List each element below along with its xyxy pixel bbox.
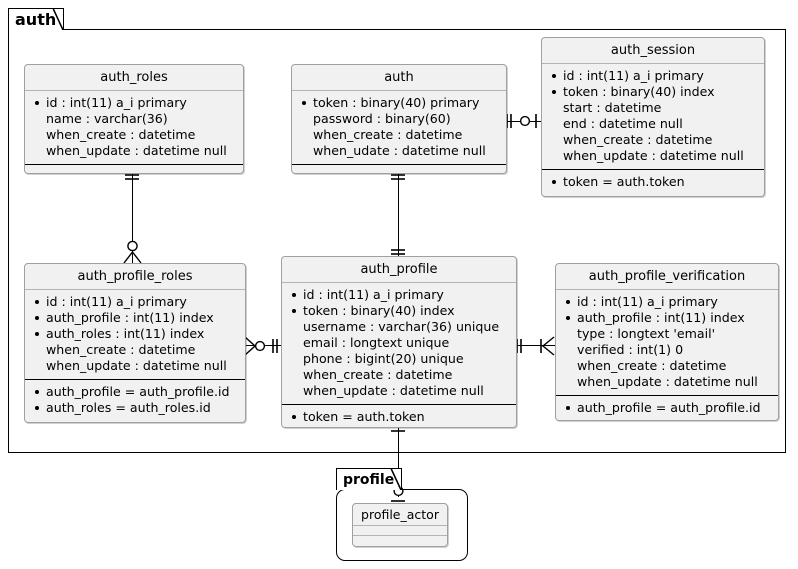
entity-constraints-auth_profile: token = auth.token [282,405,516,427]
entity-auth_profile[interactable]: auth_profile id : int(11) a_i primary to… [281,256,517,428]
entity-auth_profile_roles[interactable]: auth_profile_roles id : int(11) a_i prim… [24,263,246,423]
attribute-row: when_create : datetime [563,132,713,147]
attribute-row: when_create : datetime [313,127,463,142]
attribute-row: token : binary(40) index [550,84,756,100]
cardinality-auth_profile_roles-auth_profile [244,336,278,356]
entity-title-auth_profile: auth_profile [282,257,516,283]
entity-auth_profile_verification[interactable]: auth_profile_verification id : int(11) a… [555,263,779,421]
attribute-row: phone : bigint(20) unique [303,351,464,366]
constraint-row: auth_roles = auth_roles.id [33,400,237,416]
attribute-row: name : varchar(36) [46,111,168,126]
entity-auth_session[interactable]: auth_session id : int(11) a_i primary to… [541,37,765,197]
cardinality-auth_profile-auth_profile_verification [516,336,555,356]
entity-constraints-auth_profile_roles: auth_profile = auth_profile.id auth_role… [25,380,245,421]
package-profile-label: profile [343,471,395,488]
attribute-row: token : binary(40) index [290,303,508,319]
entity-constraints-auth_session: token = auth.token [542,170,764,195]
attribute-row: id : int(11) a_i primary [33,95,235,111]
cardinality-auth-auth_session [506,114,537,128]
attribute-row: end : datetime null [563,116,683,131]
relationship-line-auth_profile-profile_actor [398,425,400,497]
attribute-row: auth_roles : int(11) index [33,326,237,342]
entity-attributes-profile_actor [353,526,447,536]
attribute-row: auth_profile : int(11) index [564,310,770,326]
attribute-row: type : longtext 'email' [577,326,716,341]
cardinality-auth_roles-auth_profile_roles [123,174,142,264]
entity-constraints-profile_actor [353,536,447,545]
constraint-row: auth_profile = auth_profile.id [564,400,770,416]
attribute-row: when_update : datetime null [303,383,484,398]
attribute-row: when_update : datetime null [46,358,227,373]
attribute-row: start : datetime [563,100,662,115]
attribute-row: when_create : datetime [577,358,727,373]
constraint-row: auth_profile = auth_profile.id [33,384,237,400]
attribute-row: when_create : datetime [303,367,453,382]
attribute-row: id : int(11) a_i primary [33,294,237,310]
attribute-row: token : binary(40) primary [300,95,498,111]
attribute-row: when_update : datetime null [46,143,227,158]
attribute-row: when_update : datetime null [577,374,758,389]
attribute-row: when_create : datetime [46,342,196,357]
relationship-line-auth_roles-auth_profile_roles [132,172,134,264]
package-auth-tab: auth [8,8,64,30]
constraint-row: token = auth.token [550,174,756,190]
attribute-row: id : int(11) a_i primary [550,68,756,84]
entity-attributes-auth_profile_verification: id : int(11) a_i primary auth_profile : … [556,290,778,396]
attribute-row: when_create : datetime [46,127,196,142]
entity-attributes-auth_profile: id : int(11) a_i primary token : binary(… [282,283,516,405]
entity-title-auth_profile_verification: auth_profile_verification [556,264,778,290]
attribute-row: when_update : datetime null [563,148,744,163]
entity-constraints-auth_roles [25,165,243,172]
attribute-row: password : binary(60) [313,111,451,126]
relationship-line-auth_profile-auth_profile_verification [516,345,556,347]
attribute-row: when_udate : datetime null [313,143,486,158]
entity-constraints-auth [292,165,506,172]
package-tab-slant-icon [390,469,401,490]
constraint-row: token = auth.token [290,409,508,425]
attribute-row: verified : int(1) 0 [577,342,684,357]
entity-title-auth_roles: auth_roles [25,65,243,91]
entity-auth[interactable]: auth token : binary(40) primary password… [291,64,507,174]
entity-attributes-auth_session: id : int(11) a_i primary token : binary(… [542,64,764,170]
attribute-row: id : int(11) a_i primary [290,287,508,303]
package-auth-label: auth [15,9,57,29]
cardinality-auth-auth_profile [391,174,405,255]
relationship-line-auth-auth_profile [398,172,400,258]
entity-title-auth: auth [292,65,506,91]
entity-attributes-auth_profile_roles: id : int(11) a_i primary auth_profile : … [25,290,245,380]
attribute-row: auth_profile : int(11) index [33,310,237,326]
entity-constraints-auth_profile_verification: auth_profile = auth_profile.id [556,396,778,420]
attribute-row: email : longtext unique [303,335,450,350]
entity-auth_roles[interactable]: auth_roles id : int(11) a_i primary name… [24,64,244,174]
package-profile-tab: profile [336,468,402,490]
cardinality-auth_profile-profile_actor [391,426,405,502]
attribute-row: username : varchar(36) unique [303,319,500,334]
entity-attributes-auth: token : binary(40) primary password : bi… [292,91,506,165]
entity-attributes-auth_roles: id : int(11) a_i primary name : varchar(… [25,91,243,165]
attribute-row: id : int(11) a_i primary [564,294,770,310]
package-tab-slant-icon [52,9,63,30]
entity-title-auth_profile_roles: auth_profile_roles [25,264,245,290]
entity-title-auth_session: auth_session [542,38,764,64]
entity-title-profile_actor: profile_actor [353,504,447,526]
entity-profile_actor[interactable]: profile_actor [352,503,448,547]
